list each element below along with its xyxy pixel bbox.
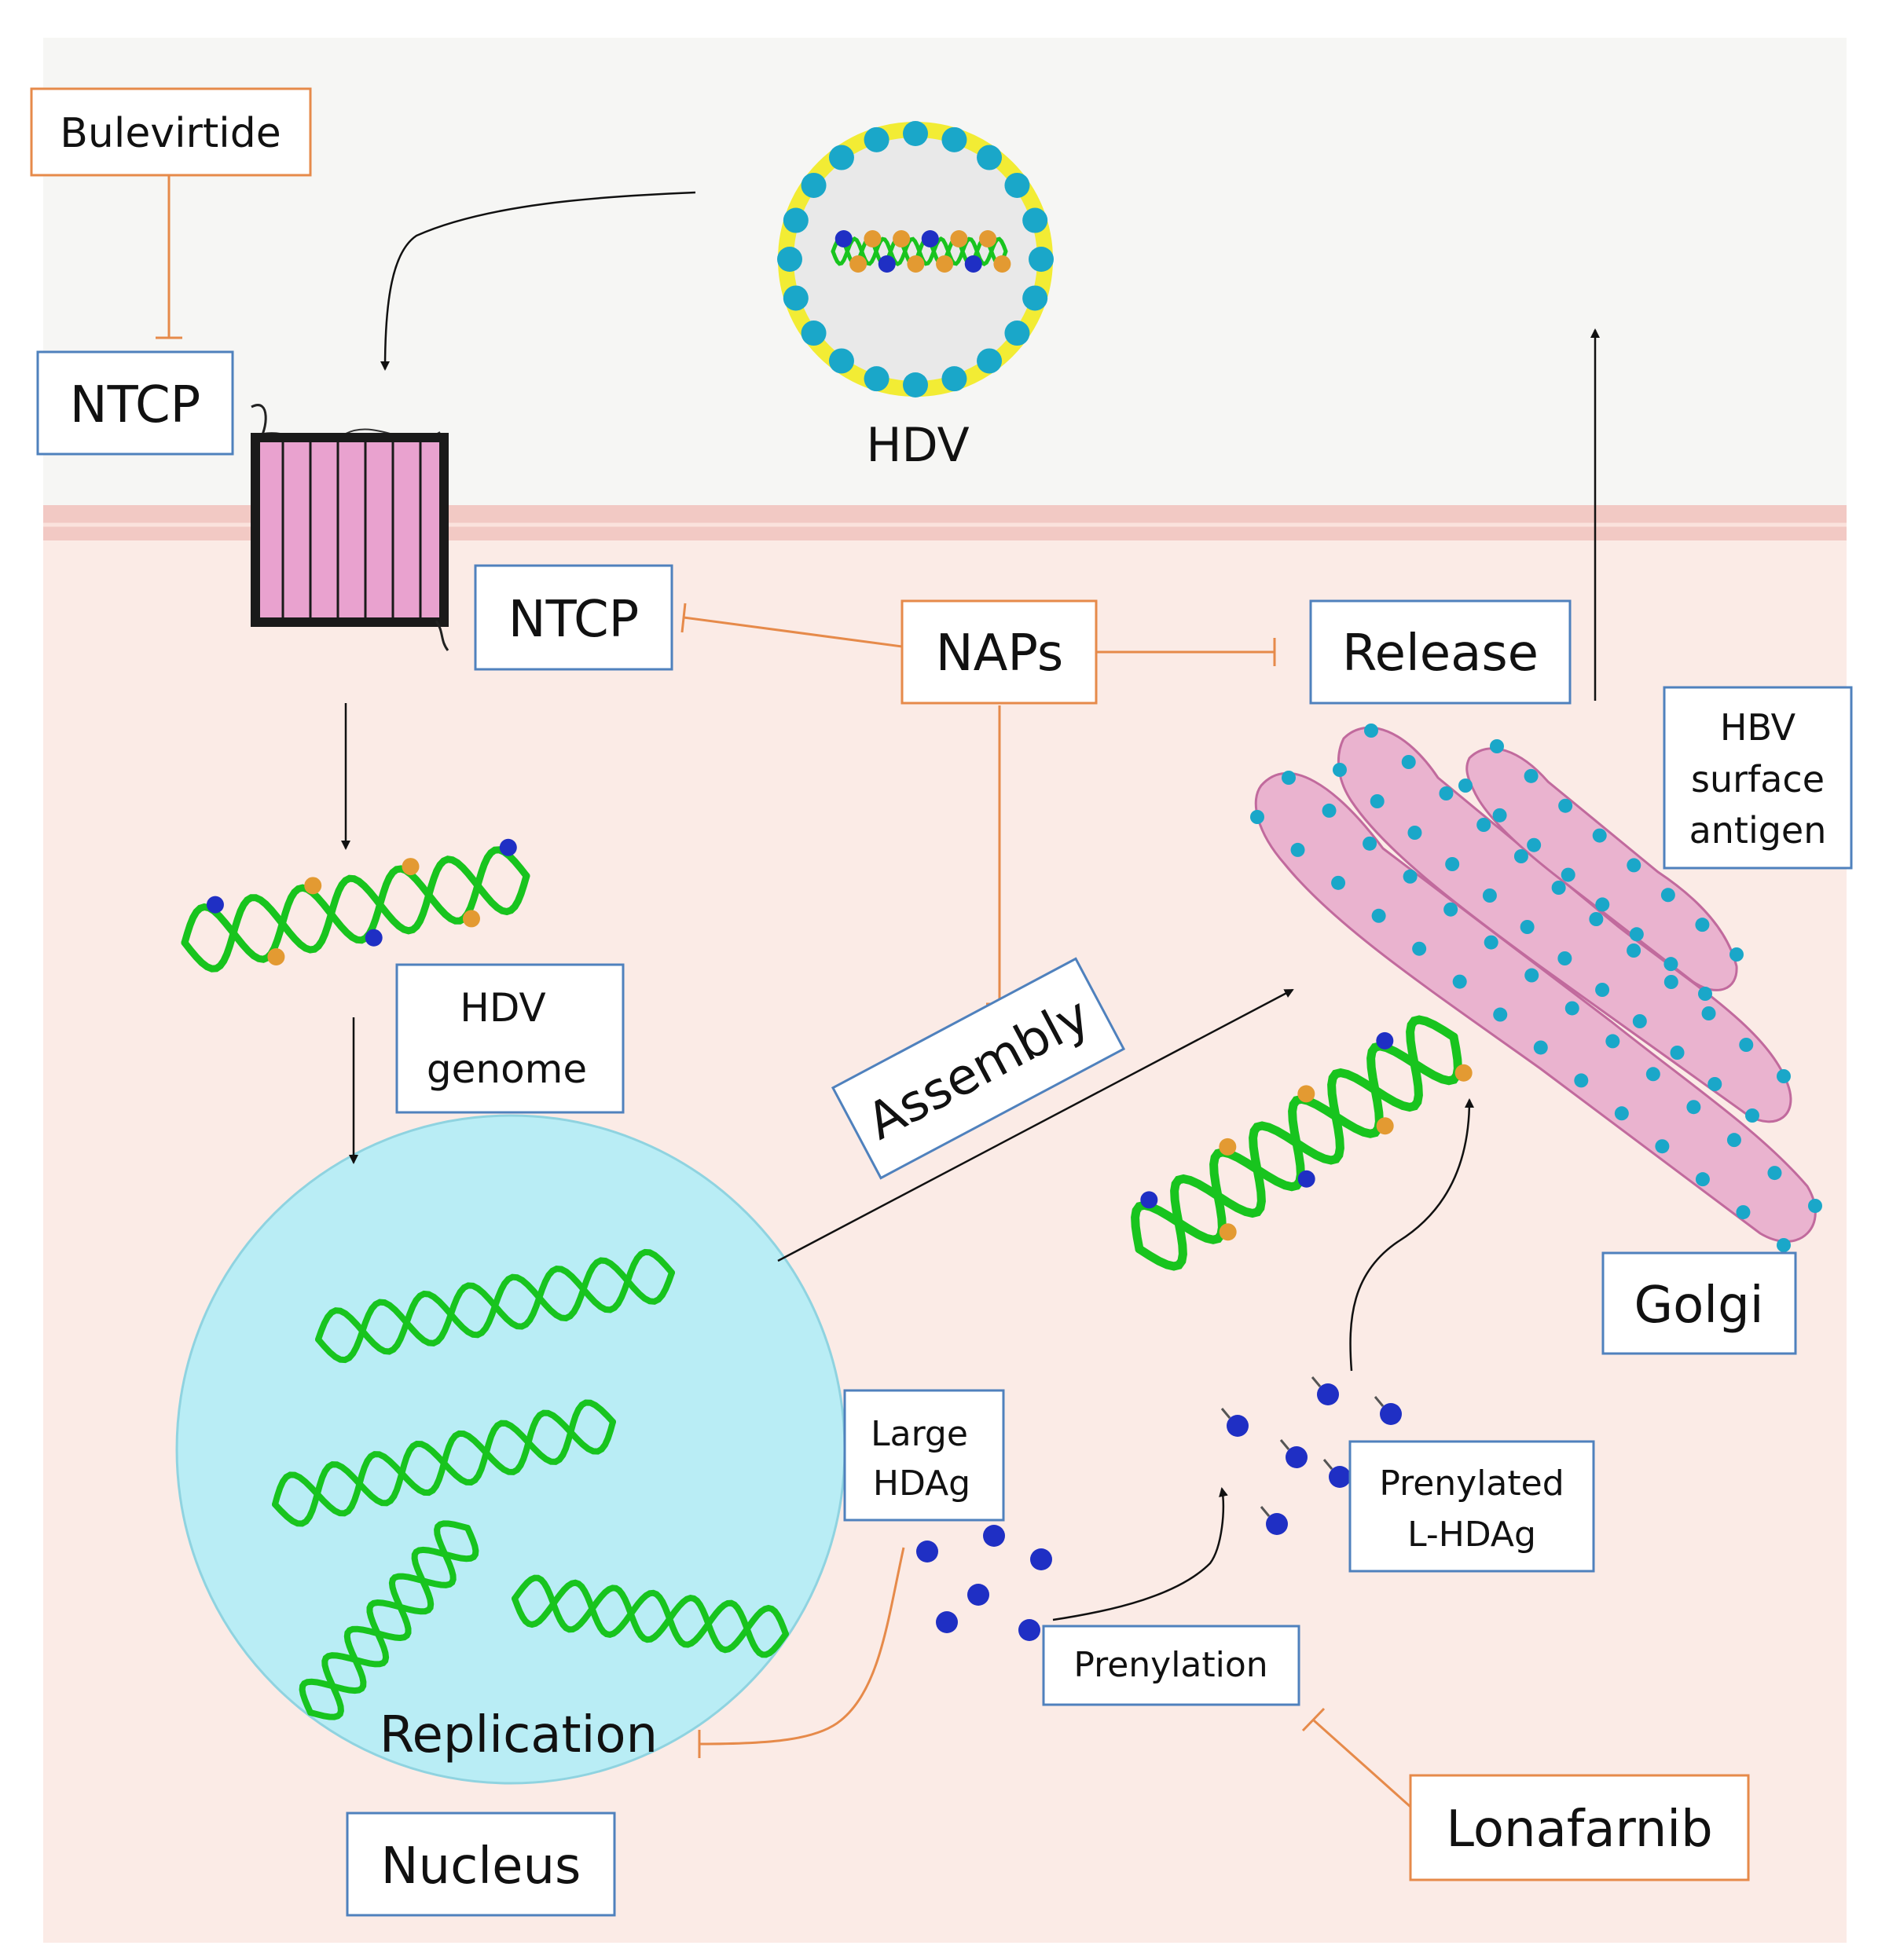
- large-hdag-label-1: Large: [871, 1414, 968, 1454]
- lonafarnib-box: Lonafarnib: [1409, 1774, 1750, 1881]
- prenylated-lhdag-box: Prenylated L-HDAg: [1348, 1440, 1595, 1573]
- hdv-label: HDV: [866, 418, 969, 473]
- naps-box: NAPs: [900, 599, 1098, 705]
- lonafarnib-inhibit-line: [1313, 1719, 1411, 1808]
- ntcp-top-box: NTCP: [36, 350, 234, 456]
- ntcp-mid-label: NTCP: [508, 591, 640, 649]
- large-hdag-inhibit-replication-line: [699, 1547, 905, 1746]
- hdag-dots: [916, 1376, 1402, 1641]
- golgi-label: Golgi: [1634, 1277, 1764, 1335]
- prenylation-label: Prenylation: [1073, 1645, 1267, 1685]
- hdv-genome-label-1: HDV: [460, 985, 545, 1031]
- inhibition-lines: [156, 175, 1411, 1808]
- bulevirtide-box: Bulevirtide: [30, 87, 312, 177]
- prenylated-lhdag-label-1: Prenylated: [1379, 1464, 1564, 1504]
- flow-arrows: [341, 191, 1600, 1621]
- release-label: Release: [1342, 625, 1539, 683]
- hdv-genome-box: HDV genome: [395, 963, 625, 1114]
- naps-inhibit-ntcp-line: [683, 616, 903, 648]
- release-box: Release: [1309, 599, 1572, 705]
- bulevirtide-label: Bulevirtide: [60, 110, 281, 157]
- nucleus-box: Nucleus: [346, 1812, 616, 1917]
- rna-markers: [206, 230, 1473, 1241]
- golgi-apparatus: [1254, 726, 1817, 1243]
- nucleus-circle: [175, 1114, 846, 1785]
- entry-arrow: [380, 191, 696, 371]
- ntcp-receptor: [251, 404, 449, 651]
- golgi-box: Golgi: [1601, 1251, 1797, 1355]
- hbv-surface-antigen-box: HBV surface antigen: [1663, 686, 1853, 870]
- prenylation-box: Prenylation: [1042, 1625, 1300, 1706]
- large-hdag-label-2: HDAg: [873, 1464, 970, 1504]
- assembly-arrow: [777, 988, 1294, 1262]
- hbv-surface-antigen-label-1: HBV: [1720, 706, 1796, 749]
- ntcp-mid-box: NTCP: [474, 564, 673, 671]
- ntcp-top-label: NTCP: [70, 376, 201, 434]
- replication-label: Replication: [380, 1706, 658, 1764]
- hbv-surface-antigen-label-3: antigen: [1689, 809, 1827, 852]
- prenylation-arrow: [1052, 1487, 1228, 1621]
- nucleus-label: Nucleus: [381, 1837, 581, 1896]
- lonafarnib-label: Lonafarnib: [1446, 1801, 1712, 1859]
- hbsag-dots: [1250, 724, 1822, 1252]
- large-hdag-box: Large HDAg: [843, 1389, 1005, 1522]
- hdv-genome-label-2: genome: [427, 1046, 587, 1092]
- prenylated-lhdag-label-2: L-HDAg: [1407, 1515, 1536, 1555]
- naps-label: NAPs: [936, 625, 1063, 683]
- prenylated-to-golgi-arrow: [1349, 1098, 1474, 1372]
- hbv-surface-antigen-label-2: surface: [1691, 758, 1825, 800]
